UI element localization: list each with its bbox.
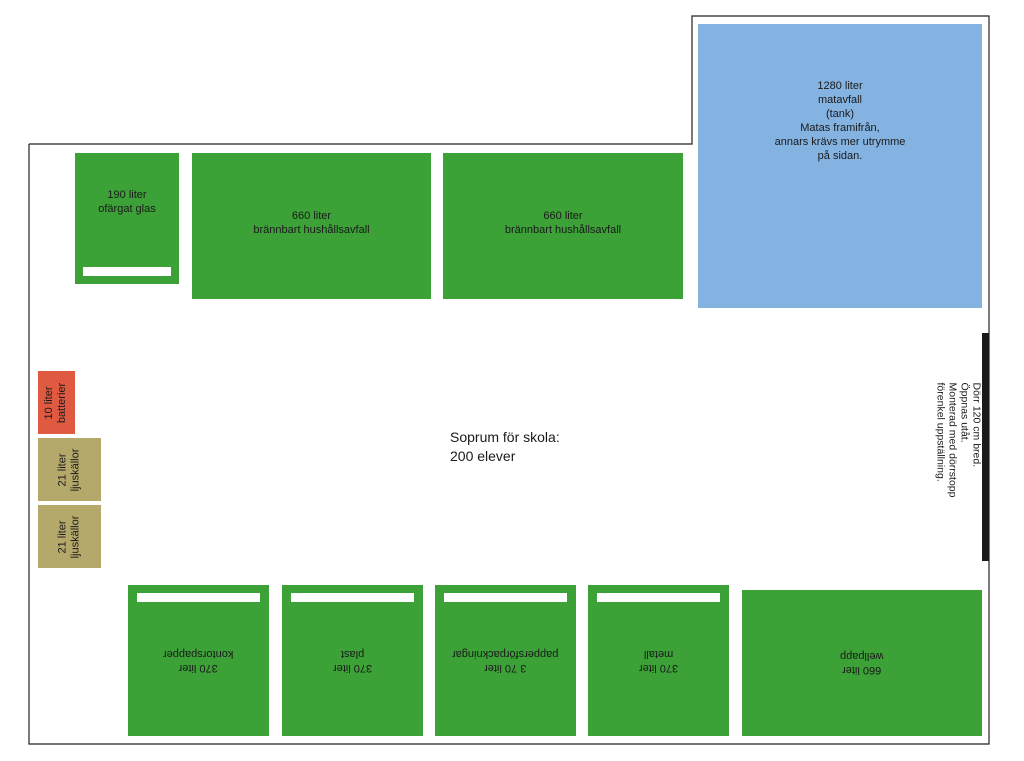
bin-light-2-volume: 21 liter xyxy=(56,519,69,554)
bin-batteries-volume: 10 liter xyxy=(43,385,56,420)
bin-office-paper-volume: 370 liter xyxy=(178,661,219,674)
bin-burnable-2-content: brännbart hushållsavfall xyxy=(504,223,622,236)
bin-paper-packaging: 3 70 liter pappersförpackningar xyxy=(435,585,576,736)
bin-metal-volume: 370 liter xyxy=(638,661,679,674)
door-note-line-4: förenkel uppställning. xyxy=(933,382,946,482)
bin-food-note-2: annars krävs mer utrymme xyxy=(774,136,906,148)
bin-light-sources-2: 21 liter ljuskällor xyxy=(38,505,101,568)
bin-glass-content: ofärgat glas xyxy=(98,202,156,215)
bin-metal-lid xyxy=(597,593,720,602)
bin-cardboard-volume: 660 liter xyxy=(842,664,882,676)
bin-office-paper: 370 liter kontorspapper xyxy=(128,585,269,736)
bin-food-note-1: Matas framifrån, xyxy=(800,122,880,134)
bin-cardboard: 660 liter wellpapp xyxy=(742,590,982,736)
room-title-line-2: 200 elever xyxy=(450,448,516,464)
bin-food-content: matavfall xyxy=(817,94,863,106)
bin-glass: 190 liter ofärgat glas xyxy=(75,153,179,284)
bin-light-1-content: ljuskällor xyxy=(69,448,82,491)
bin-metal-content: metall xyxy=(643,647,674,660)
bin-light-sources-1: 21 liter ljuskällor xyxy=(38,438,101,501)
bin-burnable-1: 660 liter brännbart hushållsavfall xyxy=(192,153,431,299)
door xyxy=(982,333,989,561)
door-note-line-2: Öppnas utåt. xyxy=(957,382,970,443)
bin-paper-packaging-content: pappersförpackningar xyxy=(452,647,559,660)
bin-food-waste-tank: 1280 liter matavfall (tank) Matas framif… xyxy=(698,24,982,308)
room-title: Soprum för skola: 200 elever xyxy=(450,428,560,466)
bin-batteries: 10 liter batterier xyxy=(38,371,75,434)
bin-paper-packaging-lid xyxy=(444,593,567,602)
bin-office-paper-content: kontorspapper xyxy=(163,647,234,660)
bin-metal: 370 liter metall xyxy=(588,585,729,736)
bin-burnable-1-volume: 660 liter xyxy=(291,209,332,222)
door-note-line-3: Monterad med dörrstopp xyxy=(945,382,958,498)
bin-glass-lid xyxy=(83,267,171,276)
bin-batteries-content: batterier xyxy=(56,382,69,423)
bin-plastic: 370 liter plast xyxy=(282,585,423,736)
bin-food-type: (tank) xyxy=(825,108,855,120)
bin-office-paper-lid xyxy=(137,593,260,602)
bin-burnable-2-volume: 660 liter xyxy=(543,209,583,222)
bin-food-volume: 1280 liter xyxy=(817,80,863,92)
bin-plastic-volume: 370 liter xyxy=(332,661,373,674)
bin-light-2-content: ljuskällor xyxy=(69,515,82,558)
bin-plastic-lid xyxy=(291,593,414,602)
bin-glass-volume: 190 liter xyxy=(107,188,147,201)
bin-paper-packaging-volume: 3 70 liter xyxy=(484,661,527,674)
bin-food-note-3: på sidan. xyxy=(817,150,863,162)
door-note-line-1: Dörr 120 cm bred. xyxy=(969,382,982,468)
bin-burnable-1-content: brännbart hushållsavfall xyxy=(253,223,370,236)
bin-burnable-2: 660 liter brännbart hushållsavfall xyxy=(443,153,683,299)
room-title-line-1: Soprum för skola: xyxy=(450,429,560,445)
bin-plastic-content: plast xyxy=(340,647,365,660)
bin-cardboard-content: wellpapp xyxy=(840,650,884,662)
bin-light-1-volume: 21 liter xyxy=(56,452,69,487)
